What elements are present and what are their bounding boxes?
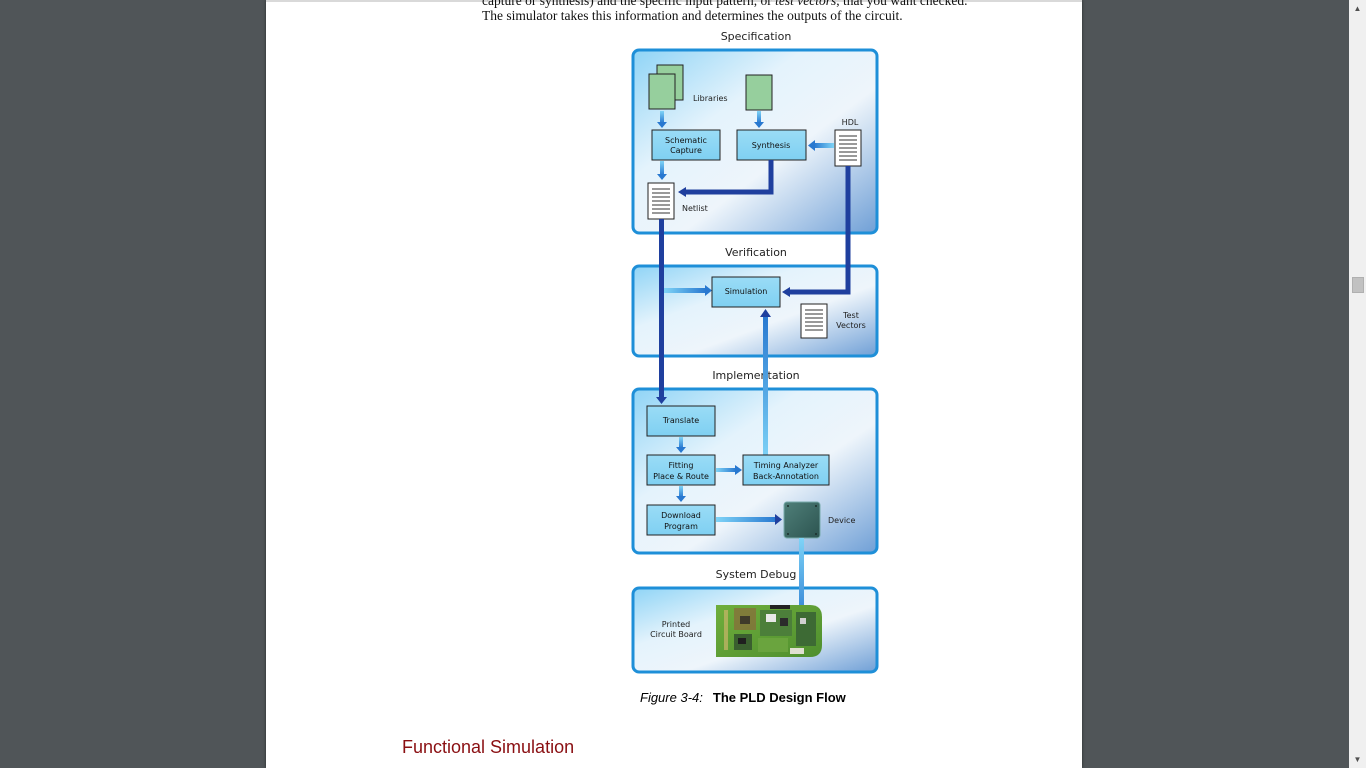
body-text-segment: , that you want checked. — [836, 0, 968, 8]
test-vectors-label-1: Test — [842, 311, 859, 320]
device-label: Device — [828, 516, 855, 525]
synthesis-source-doc — [745, 74, 773, 111]
timing-analyzer-block — [742, 454, 830, 486]
test-vectors-label-2: Vectors — [836, 321, 866, 330]
figure-title: The PLD Design Flow — [712, 690, 846, 705]
body-text-segment: capture or synthesis) and the specific i… — [482, 0, 776, 8]
stage-label-verification: Verification — [725, 246, 787, 259]
body-paragraph-line-2: The simulator takes this information and… — [482, 8, 903, 23]
arrowhead — [735, 465, 742, 475]
arrow-schematic-to-netlist — [660, 161, 664, 175]
translate-block — [646, 405, 716, 437]
simulation-block — [711, 276, 781, 308]
test-vectors-doc — [800, 303, 828, 339]
arrowhead — [705, 285, 712, 296]
arrowhead — [808, 140, 815, 151]
device-chip-icon — [783, 501, 821, 539]
arrowhead — [678, 187, 686, 197]
chevron-up-icon: ▲ — [1353, 4, 1362, 13]
arrowhead — [656, 397, 667, 404]
netlist-doc-lines — [652, 188, 670, 214]
arrowhead — [754, 122, 764, 128]
body-paragraph-line-1: capture or synthesis) and the specific i… — [482, 0, 967, 9]
timing-analyzer-label-2: Back-Annotation — [753, 472, 819, 481]
chevron-down-icon: ▼ — [1353, 755, 1362, 764]
connector-device-to-pcb — [799, 538, 804, 628]
stage-label-specification: Specification — [721, 30, 792, 43]
arrowhead — [760, 309, 771, 317]
pcb-label-2: Circuit Board — [650, 630, 702, 639]
body-text-emphasis: test vectors — [775, 0, 837, 8]
connector-hdl-to-simulation — [788, 166, 851, 295]
figure-caption: Figure 3-4: The PLD Design Flow — [640, 690, 846, 705]
stage-label-implementation: Implementation — [712, 369, 799, 382]
document-page: capture or synthesis) and the specific i… — [266, 0, 1082, 768]
arrow-synthesis-to-netlist — [684, 160, 774, 195]
arrow-translate-to-fitting — [679, 437, 683, 448]
arrowhead — [657, 174, 667, 180]
device-chip-pins — [787, 505, 817, 535]
scroll-up-button[interactable]: ▲ — [1349, 0, 1366, 17]
arrowhead — [775, 514, 782, 525]
download-label-2: Program — [664, 522, 698, 531]
printed-circuit-board-image — [716, 605, 822, 657]
arrow-libraries-to-schematic — [660, 111, 664, 123]
section-heading: Functional Simulation — [402, 737, 575, 757]
arrow-fitting-to-download — [679, 486, 683, 497]
figure-number: Figure 3-4: — [640, 690, 703, 705]
arrowhead — [676, 447, 686, 453]
arrow-download-to-device — [716, 517, 776, 522]
arrowhead — [657, 122, 667, 128]
stage-label-system-debug: System Debug — [716, 568, 797, 581]
arrow-fitting-to-timing — [716, 468, 736, 472]
download-program-block — [646, 504, 716, 536]
connector-netlist-to-translate — [659, 219, 664, 399]
hdl-doc-label: HDL — [842, 118, 859, 127]
hdl-doc-lines — [839, 135, 857, 161]
fitting-label-2: Place & Route — [653, 472, 709, 481]
pcb-label-1: Printed — [662, 620, 690, 629]
test-vectors-doc-lines — [805, 309, 823, 331]
libraries-label: Libraries — [693, 94, 728, 103]
arrowhead — [676, 496, 686, 502]
schematic-capture-label-1: Schematic — [665, 136, 707, 145]
scroll-down-button[interactable]: ▼ — [1349, 751, 1366, 768]
schematic-capture-block — [651, 129, 721, 161]
timing-analyzer-label-1: Timing Analyzer — [753, 461, 819, 470]
simulation-label: Simulation — [725, 287, 768, 296]
arrowhead — [782, 287, 790, 297]
arrow-netlist-to-simulation — [664, 288, 706, 293]
fitting-block — [646, 454, 716, 486]
synthesis-block — [736, 129, 807, 161]
arrow-hdl-to-synthesis — [814, 143, 834, 148]
fitting-label-1: Fitting — [669, 461, 694, 470]
vertical-scrollbar[interactable]: ▲ ▼ — [1349, 0, 1366, 768]
connector-timing-to-simulation — [763, 315, 768, 462]
translate-label: Translate — [662, 416, 699, 425]
pld-design-flow-diagram: Specification Verification Implementatio… — [631, 30, 879, 674]
arrow-source-to-synthesis — [757, 111, 761, 123]
synthesis-label: Synthesis — [752, 141, 791, 150]
page-top-edge — [266, 0, 1082, 2]
library-doc-front — [648, 73, 676, 110]
schematic-capture-label-2: Capture — [670, 146, 702, 155]
netlist-label: Netlist — [682, 204, 708, 213]
scrollbar-thumb[interactable] — [1352, 277, 1364, 293]
download-label-1: Download — [661, 511, 701, 520]
